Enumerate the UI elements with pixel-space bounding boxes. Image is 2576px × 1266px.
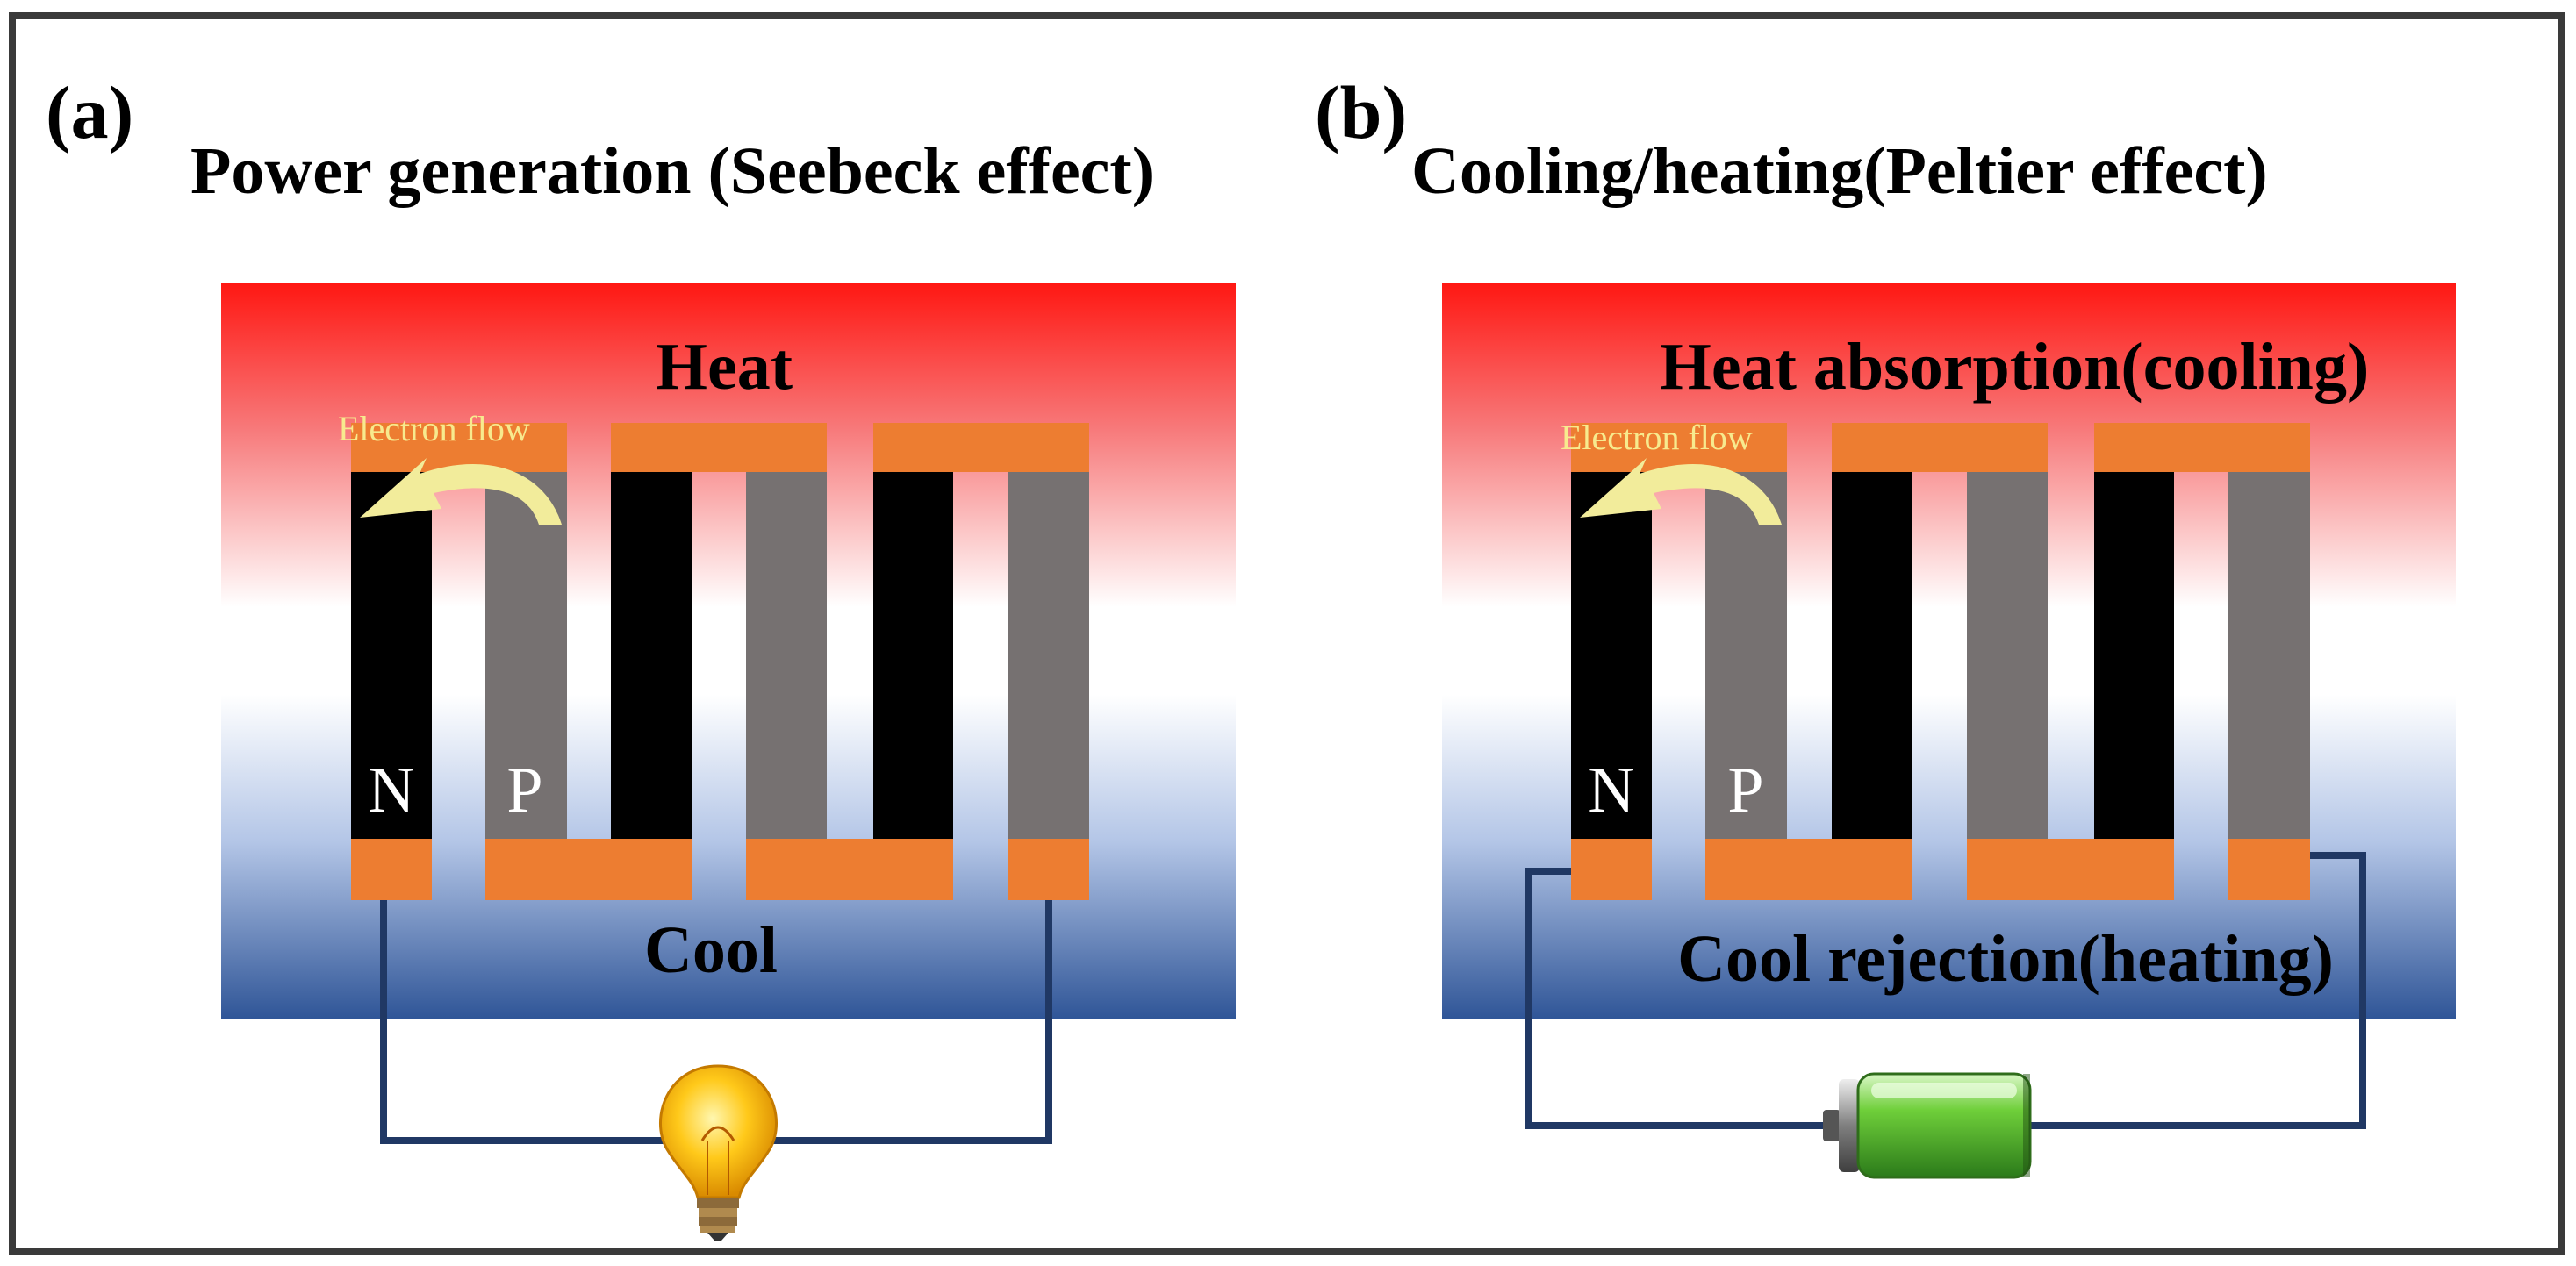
panel-a-cold-label: Cool: [644, 913, 778, 987]
panel-b-wire: [1525, 868, 1830, 1129]
panel-b-title: Cooling/heating(Peltier effect): [1411, 134, 2268, 208]
panel-a: (a) Power generation (Seebeck effect) He…: [46, 70, 1236, 1241]
panel-b-n-leg-3: [2094, 472, 2174, 839]
panel-b-flow-arrow: [1580, 458, 1782, 525]
panel-b-hot-label: Heat absorption(cooling): [1660, 330, 2370, 404]
panel-b-p-label: P: [1727, 755, 1763, 826]
panel-a-n-label: N: [368, 755, 414, 826]
panel-a-p-leg-2: [746, 472, 827, 839]
panel-a-letter: (a): [46, 70, 133, 154]
panel-a-p-leg-3: [1008, 472, 1089, 839]
panel-a-flow-arrow: [360, 458, 562, 525]
panel-a-bottom-contact-4: [1008, 839, 1089, 900]
battery-icon: [1823, 1072, 2032, 1179]
light-bulb-icon: [659, 1064, 778, 1241]
panel-a-top-contact-2: [611, 423, 827, 472]
panel-b-letter: (b): [1315, 70, 1407, 154]
panel-b-wire-return: [2029, 852, 2366, 1129]
panel-a-title: Power generation (Seebeck effect): [190, 134, 1154, 208]
panel-b-p-leg-3: [2228, 472, 2310, 839]
panel-b-bottom-contact-4: [2228, 839, 2310, 900]
panel-a-bottom-contact-2: [485, 839, 692, 900]
panel-b-bottom-contact-3: [1967, 839, 2174, 900]
panel-a-flow-label: Electron flow: [338, 409, 530, 448]
panel-a-n-leg-3: [873, 472, 953, 839]
panel-b-p-leg-2: [1967, 472, 2048, 839]
panel-b-n-leg-1: [1571, 472, 1652, 839]
panel-b: (b) Cooling/heating(Peltier effect) Heat…: [1315, 70, 2456, 1179]
panel-a-hot-label: Heat: [656, 330, 793, 404]
panel-a-n-leg-1: [351, 472, 432, 839]
panel-b-n-leg-2: [1832, 472, 1912, 839]
panel-b-flow-label: Electron flow: [1561, 418, 1753, 457]
panel-b-bottom-contact-2: [1705, 839, 1912, 900]
panel-a-n-leg-2: [611, 472, 692, 839]
panel-b-top-contact-2: [1832, 423, 2048, 472]
panel-b-cold-label: Cool rejection(heating): [1677, 922, 2334, 996]
panel-b-bottom-contact-1: [1571, 839, 1652, 900]
panel-b-top-contact-1: [1571, 423, 1787, 472]
panel-a-bottom-contact-1: [351, 839, 432, 900]
panel-a-p-leg-1: [485, 472, 567, 839]
panel-b-n-label: N: [1588, 755, 1634, 826]
panel-a-top-contact-1: [351, 423, 567, 472]
panel-b-p-leg-1: [1705, 472, 1787, 839]
panel-b-top-contact-3: [2094, 423, 2310, 472]
panel-a-top-contact-3: [873, 423, 1089, 472]
panel-a-p-label: P: [506, 755, 542, 826]
panel-a-bottom-contact-3: [746, 839, 953, 900]
